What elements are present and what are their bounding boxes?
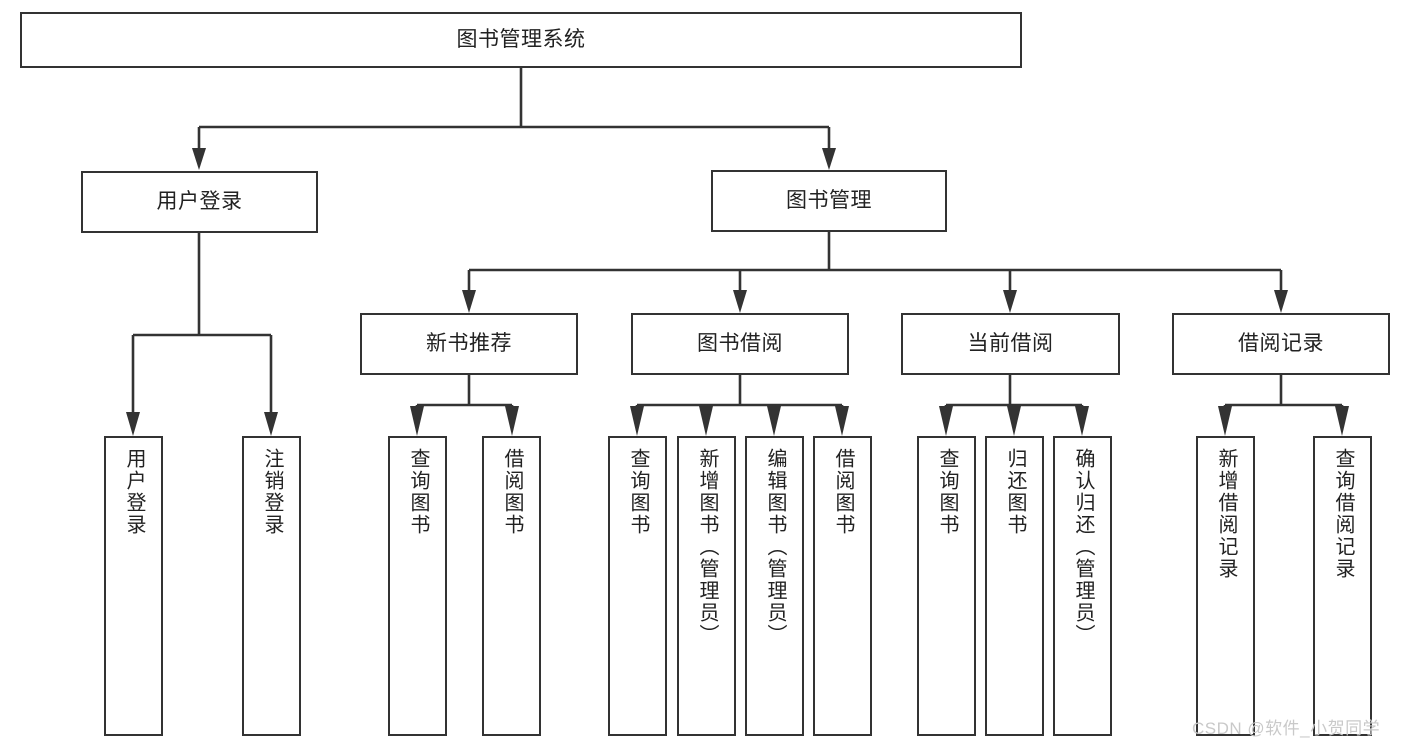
arrowhead-user-login	[192, 148, 206, 170]
node-leaf-query-book-3-label: 查询图书	[936, 448, 958, 536]
node-leaf-borrow-book-2-label: 借阅图书	[832, 448, 854, 536]
node-leaf-edit-book-label: 编辑图书（管理员）	[764, 448, 786, 646]
node-leaf-add-record-label: 新增借阅记录	[1215, 448, 1237, 580]
arrowhead-add-record	[1218, 406, 1232, 436]
node-leaf-query-record-label: 查询借阅记录	[1332, 448, 1354, 580]
node-leaf-add-book[interactable]: 新增图书（管理员）	[677, 436, 736, 736]
node-current-borrow[interactable]: 当前借阅	[901, 313, 1120, 375]
arrowhead-borrow-book-1	[505, 406, 519, 436]
node-leaf-user-login[interactable]: 用户登录	[104, 436, 163, 736]
arrowhead-book-manage	[822, 148, 836, 170]
arrowhead-borrow-record	[1274, 290, 1288, 313]
node-leaf-borrow-book-2[interactable]: 借阅图书	[813, 436, 872, 736]
node-leaf-logout[interactable]: 注销登录	[242, 436, 301, 736]
node-leaf-borrow-book-1[interactable]: 借阅图书	[482, 436, 541, 736]
node-leaf-logout-label: 注销登录	[261, 448, 283, 536]
node-leaf-query-book-2[interactable]: 查询图书	[608, 436, 667, 736]
arrowhead-new-book-rec	[462, 290, 476, 313]
arrowhead-book-borrow	[733, 290, 747, 313]
node-borrow-record-label: 借阅记录	[1238, 332, 1324, 356]
node-leaf-return-book-label: 归还图书	[1004, 448, 1026, 536]
node-leaf-edit-book[interactable]: 编辑图书（管理员）	[745, 436, 804, 736]
node-leaf-user-login-label: 用户登录	[123, 448, 145, 536]
node-leaf-query-book-3[interactable]: 查询图书	[917, 436, 976, 736]
node-root[interactable]: 图书管理系统	[20, 12, 1022, 68]
arrowhead-return-book	[1007, 406, 1021, 436]
arrowhead-edit-book	[767, 406, 781, 436]
node-root-label: 图书管理系统	[456, 28, 586, 52]
node-user-login-label: 用户登录	[156, 190, 243, 214]
node-leaf-query-book-2-label: 查询图书	[627, 448, 649, 536]
node-leaf-confirm-return-label: 确认归还（管理员）	[1072, 448, 1094, 646]
node-leaf-return-book[interactable]: 归还图书	[985, 436, 1044, 736]
arrowhead-query-book-3	[939, 406, 953, 436]
node-book-borrow[interactable]: 图书借阅	[631, 313, 849, 375]
arrowhead-confirm-return	[1075, 406, 1089, 436]
node-book-manage[interactable]: 图书管理	[711, 170, 947, 232]
node-leaf-query-book-1-label: 查询图书	[407, 448, 429, 536]
arrowhead-borrow-book-2	[835, 406, 849, 436]
node-leaf-borrow-book-1-label: 借阅图书	[501, 448, 523, 536]
node-leaf-add-record[interactable]: 新增借阅记录	[1196, 436, 1255, 736]
arrowhead-query-record	[1335, 406, 1349, 436]
arrowhead-leaf-user-login	[126, 412, 140, 436]
node-borrow-record[interactable]: 借阅记录	[1172, 313, 1390, 375]
node-new-book-rec[interactable]: 新书推荐	[360, 313, 578, 375]
node-book-manage-label: 图书管理	[786, 189, 872, 213]
node-new-book-rec-label: 新书推荐	[426, 332, 512, 356]
node-user-login[interactable]: 用户登录	[81, 171, 318, 233]
node-leaf-query-record[interactable]: 查询借阅记录	[1313, 436, 1372, 736]
arrowhead-query-book-1	[410, 406, 424, 436]
node-book-borrow-label: 图书借阅	[697, 332, 783, 356]
arrowhead-current-borrow	[1003, 290, 1017, 313]
arrowhead-add-book	[699, 406, 713, 436]
node-leaf-confirm-return[interactable]: 确认归还（管理员）	[1053, 436, 1112, 736]
node-leaf-query-book-1[interactable]: 查询图书	[388, 436, 447, 736]
arrowhead-leaf-logout	[264, 412, 278, 436]
node-leaf-add-book-label: 新增图书（管理员）	[696, 448, 718, 646]
node-current-borrow-label: 当前借阅	[967, 332, 1054, 356]
csdn-watermark: CSDN @软件_小贺同学	[1192, 719, 1381, 738]
arrowhead-query-book-2	[630, 406, 644, 436]
